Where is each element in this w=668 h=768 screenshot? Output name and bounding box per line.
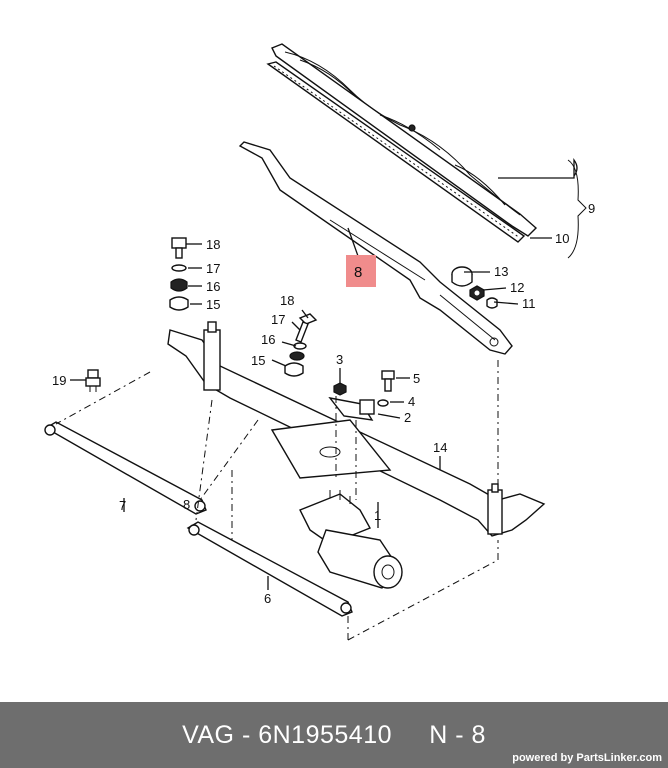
callout-16-left: 16 xyxy=(206,279,220,294)
callout-16-center: 16 xyxy=(261,332,275,347)
nut-cap-parts xyxy=(451,266,498,309)
left-pivot-stack xyxy=(169,237,189,311)
callout-15-center: 15 xyxy=(251,353,265,368)
callout-9: 9 xyxy=(588,201,595,216)
callout-10: 10 xyxy=(555,231,569,246)
part-number-text: VAG - 6N1955410 N - 8 xyxy=(182,721,486,749)
callout-11: 11 xyxy=(522,296,536,311)
callout-1: 1 xyxy=(374,508,381,523)
footer-bar: VAG - 6N1955410 N - 8 powered by PartsLi… xyxy=(0,702,668,768)
center-pivot-stack xyxy=(284,313,318,377)
callout-13: 13 xyxy=(494,264,508,279)
callout-8: 8 xyxy=(354,264,362,281)
callout-17-left: 17 xyxy=(206,261,220,276)
wiper-motor xyxy=(299,490,403,589)
callout-7: 7 xyxy=(119,498,126,513)
callout-5: 5 xyxy=(413,371,420,386)
wiper-linkage-diagram: 9 10 8 13 12 11 18 17 16 15 18 17 16 15 … xyxy=(44,43,595,641)
wiper-arm xyxy=(238,141,513,355)
callout-3: 3 xyxy=(336,352,343,367)
callout-4: 4 xyxy=(408,394,415,409)
callout-labels: 9 10 8 13 12 11 18 17 16 15 18 17 16 15 … xyxy=(52,201,595,606)
callout-2: 2 xyxy=(404,410,411,425)
callout-15-left: 15 xyxy=(206,297,220,312)
callout-19: 19 xyxy=(52,373,66,388)
callout-8-highlight xyxy=(346,255,376,287)
powered-by-link[interactable]: powered by PartsLinker.com xyxy=(512,752,662,764)
callout-14: 14 xyxy=(433,440,447,455)
callout-8-lower: 8 xyxy=(183,497,190,512)
callout-leaders xyxy=(70,158,587,590)
wiper-frame xyxy=(167,321,546,537)
callout-18-center: 18 xyxy=(280,293,294,308)
callout-12: 12 xyxy=(510,280,524,295)
callout-17-center: 17 xyxy=(271,312,285,327)
callout-6: 6 xyxy=(264,591,271,606)
wiper-blade xyxy=(266,43,538,243)
assembly-leaders xyxy=(55,360,499,641)
link-rods xyxy=(44,421,353,617)
callout-18-left: 18 xyxy=(206,237,220,252)
